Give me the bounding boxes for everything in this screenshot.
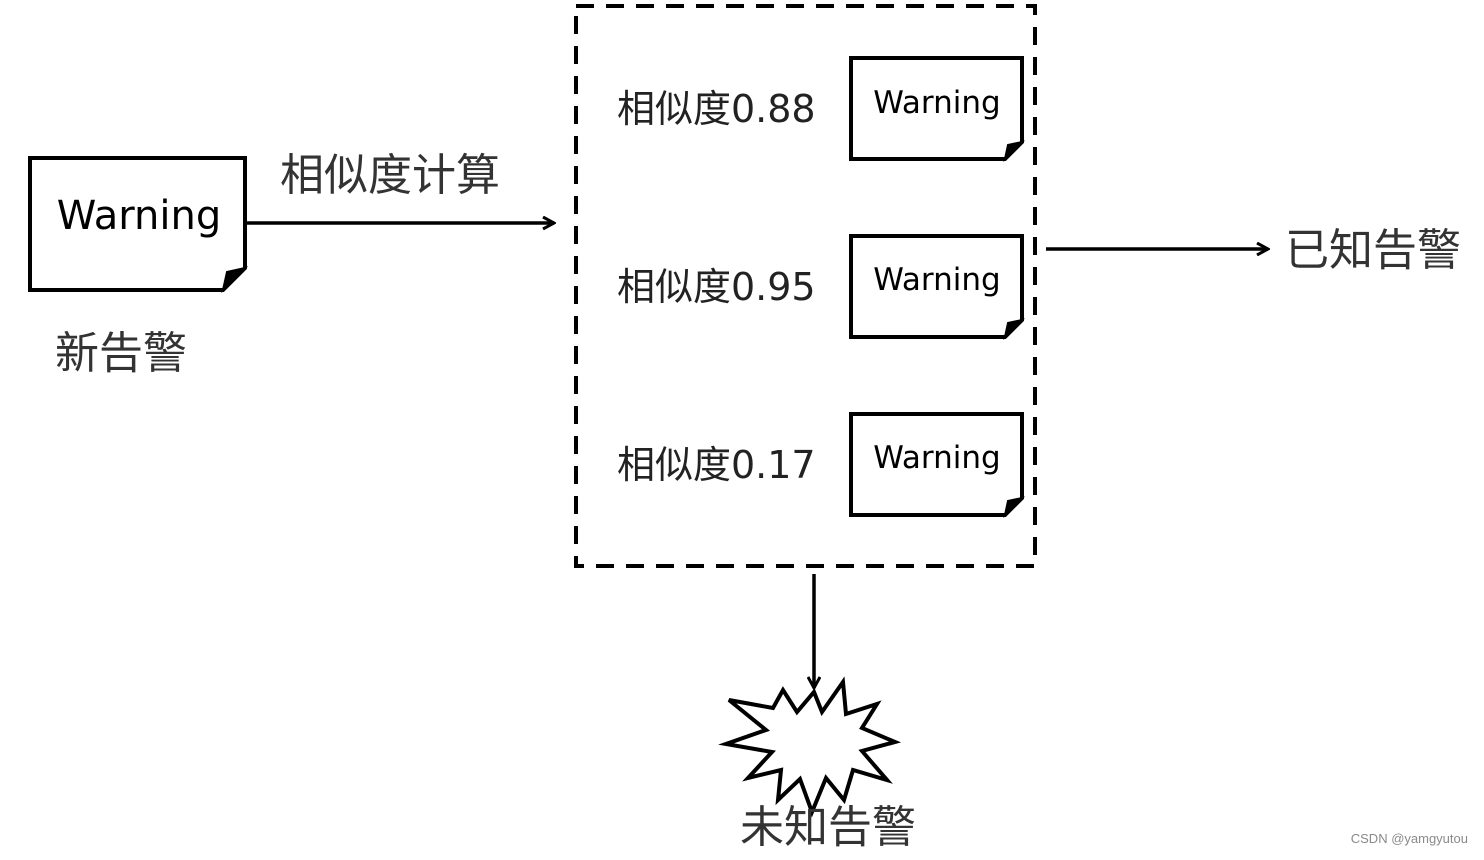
similarity-label: 相似度0.17 (617, 443, 816, 487)
similarity-label: 相似度0.95 (617, 265, 816, 309)
watermark: CSDN @yamgyutou (1350, 831, 1468, 846)
explosion-icon (718, 676, 902, 818)
similarity-label: 相似度0.88 (617, 87, 816, 131)
similarity-calc-label: 相似度计算 (280, 150, 500, 201)
candidate-row: 相似度0.95 Warning (617, 234, 1026, 341)
document-icon: Warning (849, 56, 1026, 163)
new-alert-doc-text: Warning (57, 193, 221, 239)
candidate-doc-text: Warning (873, 262, 1000, 298)
new-alert-label: 新告警 (55, 328, 187, 379)
candidate-row: 相似度0.88 Warning (617, 56, 1026, 163)
document-icon: Warning (849, 412, 1026, 519)
unknown-alert-label: 未知告警 (740, 802, 916, 853)
new-alert-document-icon: Warning (28, 156, 249, 294)
candidate-row: 相似度0.17 Warning (617, 412, 1026, 519)
known-alert-label: 已知告警 (1285, 225, 1461, 276)
candidate-doc-text: Warning (873, 440, 1000, 476)
candidate-doc-text: Warning (873, 85, 1000, 121)
candidate-group-box (574, 4, 1037, 568)
document-icon: Warning (849, 234, 1026, 341)
